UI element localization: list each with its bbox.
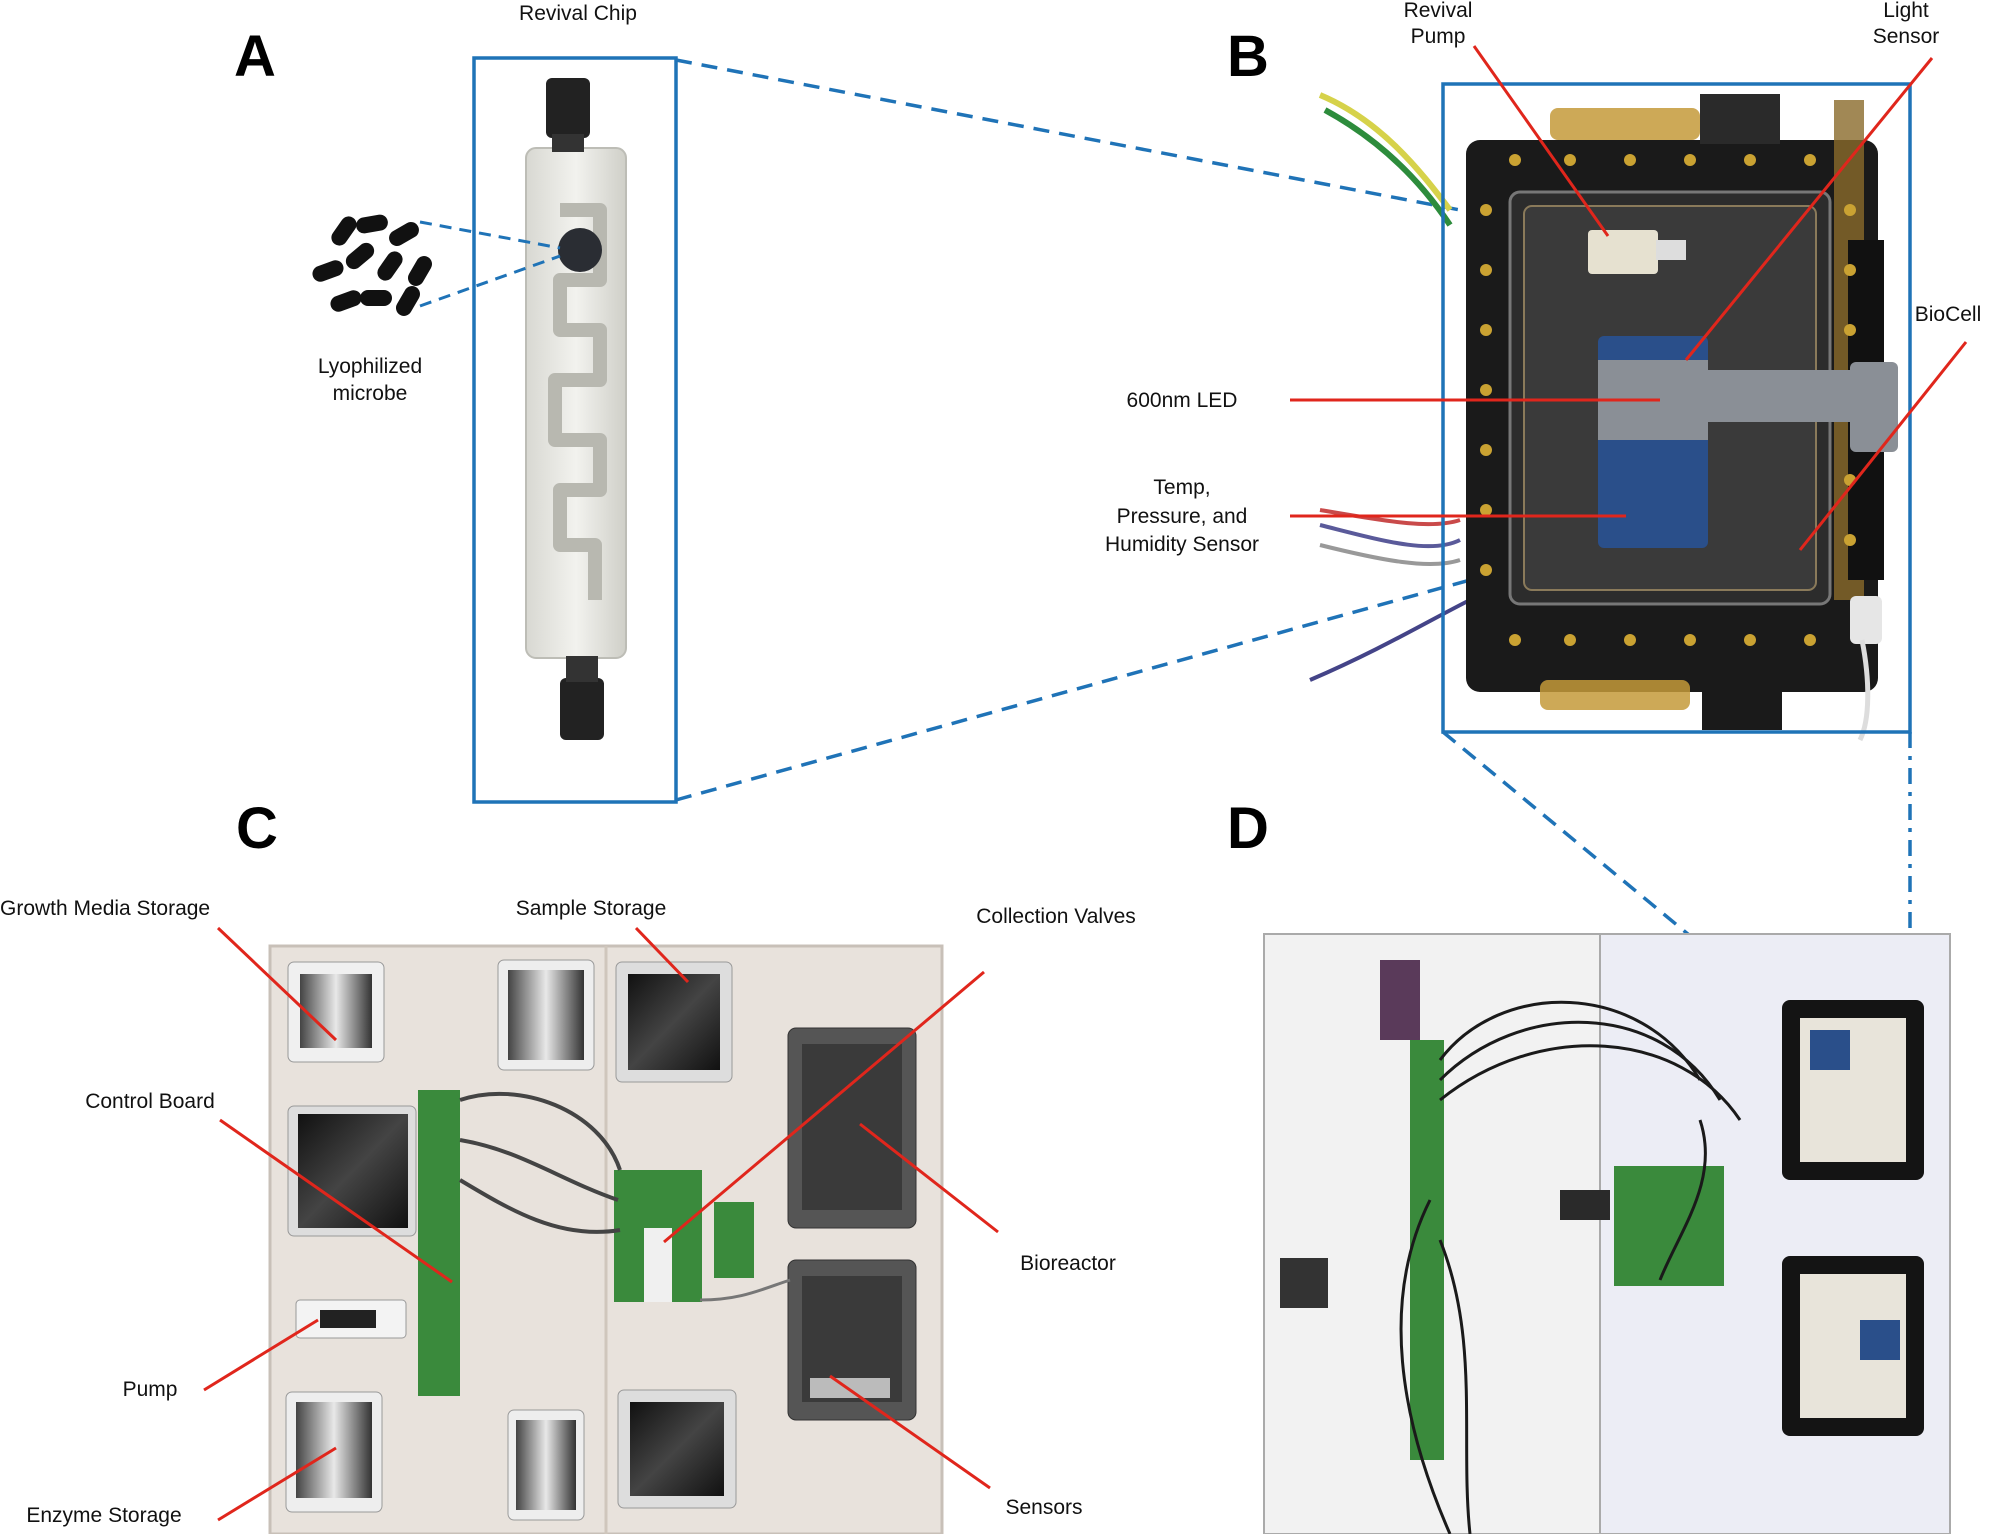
label-temp-sensor-line1: Temp,	[1153, 476, 1211, 499]
panel-c-graphics	[203, 926, 999, 1534]
panel-letter-d: D	[1227, 796, 1269, 861]
panel-b-graphics	[1290, 45, 1968, 1012]
label-biocell: BioCell	[1914, 303, 1982, 326]
label-pump: Pump	[122, 1378, 178, 1401]
label-enzyme-storage: Enzyme Storage	[26, 1504, 182, 1527]
panel-a-graphics	[312, 56, 1471, 804]
label-revival-pump-line2: Pump	[1410, 25, 1466, 48]
label-revival-pump-line1: Revival	[1403, 0, 1473, 22]
lyophilized-microbe-icon	[312, 214, 432, 316]
panel-letter-b: B	[1227, 24, 1269, 89]
revival-chip-image	[525, 78, 627, 740]
label-control-board: Control Board	[85, 1090, 215, 1113]
panel-d-graphics	[1263, 933, 1951, 1534]
label-collection-valves: Collection Valves	[976, 905, 1136, 928]
panel-letter-c: C	[236, 796, 278, 861]
label-revival-chip: Revival Chip	[519, 2, 637, 25]
label-lyophilized-microbe-line2: microbe	[332, 382, 408, 405]
panel-letter-a: A	[234, 24, 276, 89]
revival-chip-callout-box	[472, 56, 678, 804]
label-lyophilized-microbe-line1: Lyophilized	[317, 355, 423, 378]
label-bioreactor: Bioreactor	[1020, 1252, 1116, 1275]
label-temp-sensor-line2: Pressure, and	[1116, 505, 1248, 528]
label-sample-storage: Sample Storage	[515, 897, 667, 920]
label-temp-sensor-line3: Humidity Sensor	[1104, 533, 1260, 556]
biocell-callout-box	[1441, 82, 1912, 734]
biocell-image	[1466, 94, 1898, 742]
label-600nm-led: 600nm LED	[1126, 389, 1238, 412]
label-light-sensor-line1: Light	[1883, 0, 1929, 22]
label-growth-media-storage: Growth Media Storage	[0, 897, 211, 920]
label-sensors: Sensors	[1005, 1496, 1083, 1519]
label-light-sensor-line2: Sensor	[1872, 25, 1940, 48]
